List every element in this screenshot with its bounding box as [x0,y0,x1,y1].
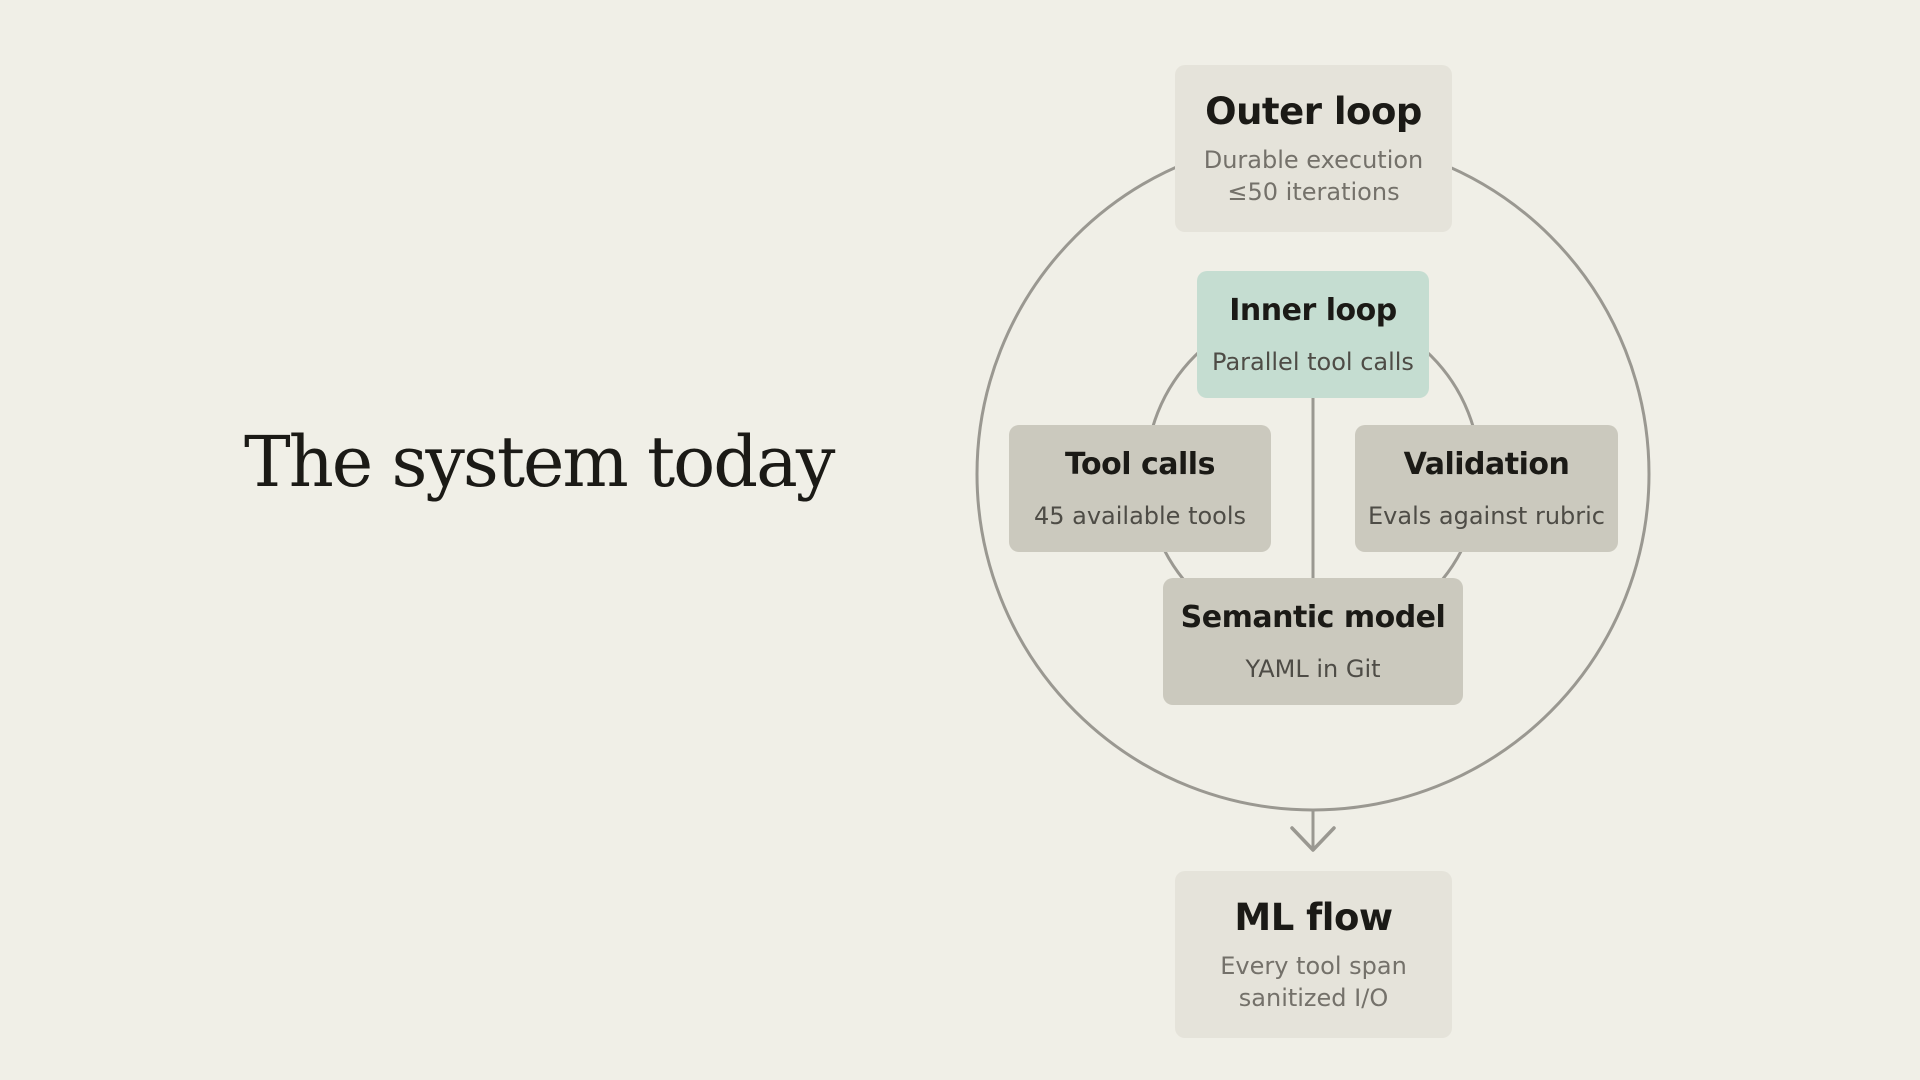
ml-flow-node: ML flow Every tool span sanitized I/O [1175,871,1452,1038]
semantic-model-title: Semantic model [1180,599,1446,635]
validation-title: Validation [1403,446,1570,482]
validation-node: Validation Evals against rubric [1355,425,1618,552]
page-title: The system today [244,421,835,503]
inner-loop-node: Inner loop Parallel tool calls [1197,271,1429,398]
ml-flow-title: ML flow [1234,895,1393,939]
ml-flow-line1: Every tool span [1220,951,1407,980]
tool-calls-node: Tool calls 45 available tools [1009,425,1271,552]
outer-loop-title: Outer loop [1205,89,1422,133]
inner-loop-line1: Parallel tool calls [1212,347,1414,376]
ml-flow-line2: sanitized I/O [1238,983,1389,1012]
semantic-model-line1: YAML in Git [1245,654,1381,683]
tool-calls-title: Tool calls [1065,446,1215,482]
inner-loop-title: Inner loop [1229,292,1397,328]
arrow-down-icon [1290,826,1336,852]
outer-loop-node: Outer loop Durable execution ≤50 iterati… [1175,65,1452,232]
outer-loop-line1: Durable execution [1203,145,1424,174]
outer-loop-line2: ≤50 iterations [1227,177,1400,206]
semantic-model-node: Semantic model YAML in Git [1163,578,1463,705]
tool-calls-line1: 45 available tools [1033,501,1247,530]
validation-line1: Evals against rubric [1368,501,1605,530]
